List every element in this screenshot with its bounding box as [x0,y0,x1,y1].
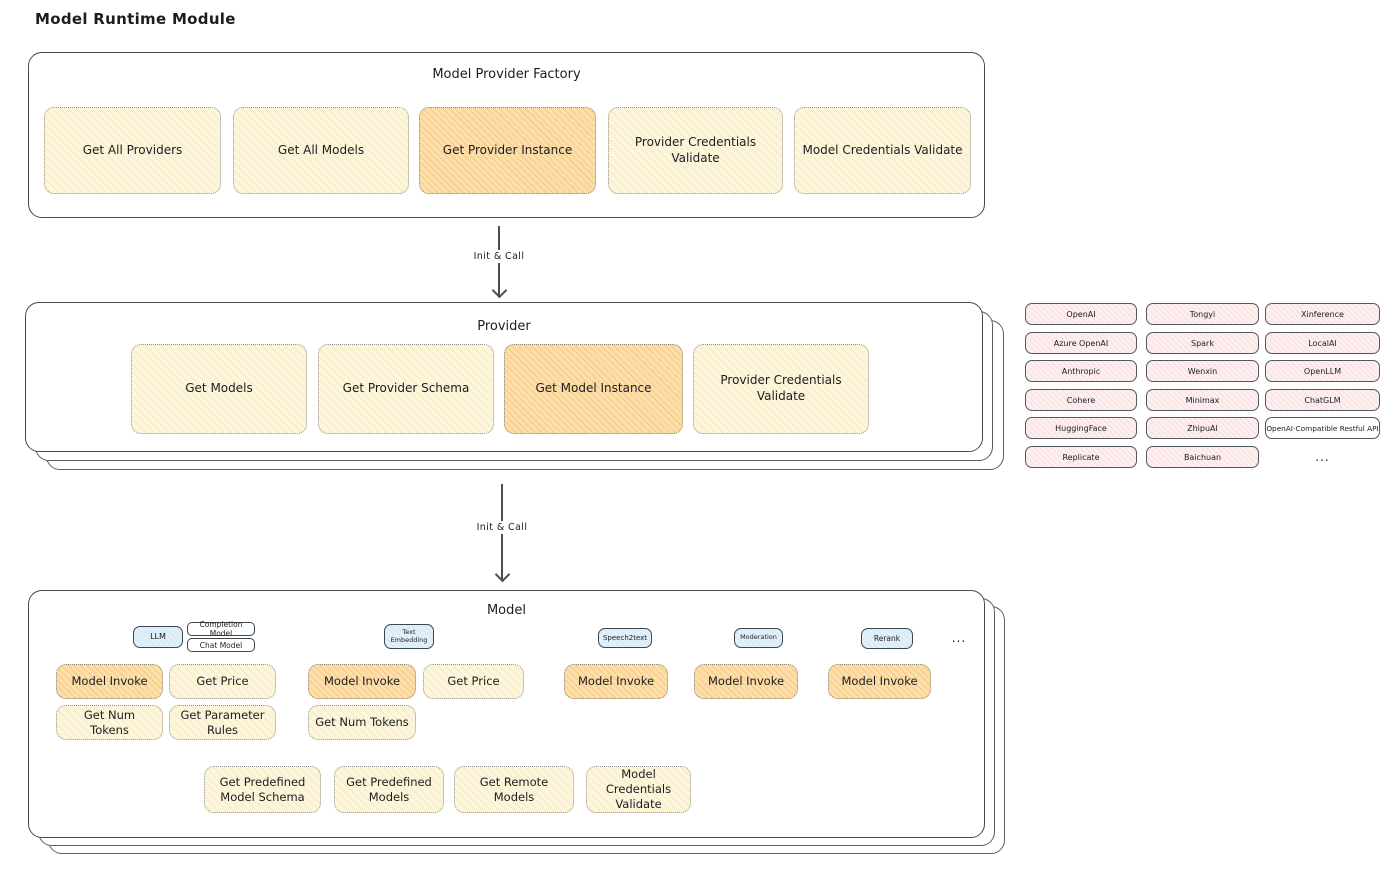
model-type-rerank: Rerank [861,628,913,649]
provider-chip-azure-openai: Azure OpenAI [1025,332,1137,354]
provider-chip-spark: Spark [1146,332,1259,354]
model-type-completion-model: Completion Model [187,620,255,638]
provider-node-get-models: Get Models [131,344,307,434]
provider-chip-replicate: Replicate [1025,446,1137,468]
model-type-speech2text: Speech2text [598,628,652,648]
provider-chip-openai-compatible-restful-api: OpenAI-Compatible Restful API [1265,417,1380,439]
model-type-chat-model: Chat Model [187,638,255,652]
factory-node-get-all-models: Get All Models [233,107,409,194]
model-node-embedding-get-num-tokens: Get Num Tokens [308,705,416,740]
provider-node-get-provider-schema: Get Provider Schema [318,344,494,434]
provider-chip-huggingface: HuggingFace [1025,417,1137,439]
model-node-llm-get-parameter-rules: Get Parameter Rules [169,705,276,740]
factory-node-get-provider-instance: Get Provider Instance [419,107,596,194]
factory-node-provider-credentials-validate: Provider Credentials Validate [608,107,783,194]
factory-node-get-all-providers: Get All Providers [44,107,221,194]
provider-chip-chatglm: ChatGLM [1265,389,1380,411]
model-type-text-embedding: Text Embedding [384,624,434,649]
arrow-label-init-call-2: Init & Call [472,521,532,534]
provider-chip-minimax: Minimax [1146,389,1259,411]
provider-chip-zhipuai: ZhipuAI [1146,417,1259,439]
model-node-llm-get-num-tokens: Get Num Tokens [56,705,163,740]
provider-chip-anthropic: Anthropic [1025,360,1137,382]
model-node-get-predefined-models: Get Predefined Models [334,766,444,813]
model-node-rerank-model-invoke: Model Invoke [828,664,931,699]
model-node-moderation-model-invoke: Model Invoke [694,664,798,699]
model-box: Model LLM Completion Model Chat Model Te… [28,590,985,838]
model-node-embedding-model-invoke: Model Invoke [308,664,416,699]
provider-chip-xinference: Xinference [1265,303,1380,325]
provider-node-get-model-instance: Get Model Instance [504,344,683,434]
provider-chip-tongyi: Tongyi [1146,303,1259,325]
model-node-get-remote-models: Get Remote Models [454,766,574,813]
provider-box: Provider Get Models Get Provider Schema … [25,302,983,452]
model-node-llm-model-invoke: Model Invoke [56,664,163,699]
arrow-label-init-call-1: Init & Call [469,250,529,263]
providers-more-ellipsis: ... [1315,450,1330,464]
model-node-llm-get-price: Get Price [169,664,276,699]
provider-chip-openllm: OpenLLM [1265,360,1380,382]
factory-box: Model Provider Factory Get All Providers… [28,52,985,218]
model-type-moderation: Moderation [734,628,783,648]
model-node-embedding-get-price: Get Price [423,664,524,699]
provider-title: Provider [477,319,531,334]
factory-node-model-credentials-validate: Model Credentials Validate [794,107,971,194]
provider-chip-openai: OpenAI [1025,303,1137,325]
model-types-more-ellipsis: ... [951,631,967,645]
model-type-llm: LLM [133,626,183,648]
model-node-model-credentials-validate: Model Credentials Validate [586,766,691,813]
model-node-speech2text-model-invoke: Model Invoke [564,664,668,699]
model-node-get-predefined-model-schema: Get Predefined Model Schema [204,766,321,813]
factory-title: Model Provider Factory [432,67,581,82]
provider-chip-cohere: Cohere [1025,389,1137,411]
provider-node-provider-credentials-validate: Provider Credentials Validate [693,344,869,434]
provider-chip-baichuan: Baichuan [1146,446,1259,468]
page-title: Model Runtime Module [35,10,236,28]
provider-chip-wenxin: Wenxin [1146,360,1259,382]
model-title: Model [486,603,527,618]
provider-chip-localai: LocalAI [1265,332,1380,354]
